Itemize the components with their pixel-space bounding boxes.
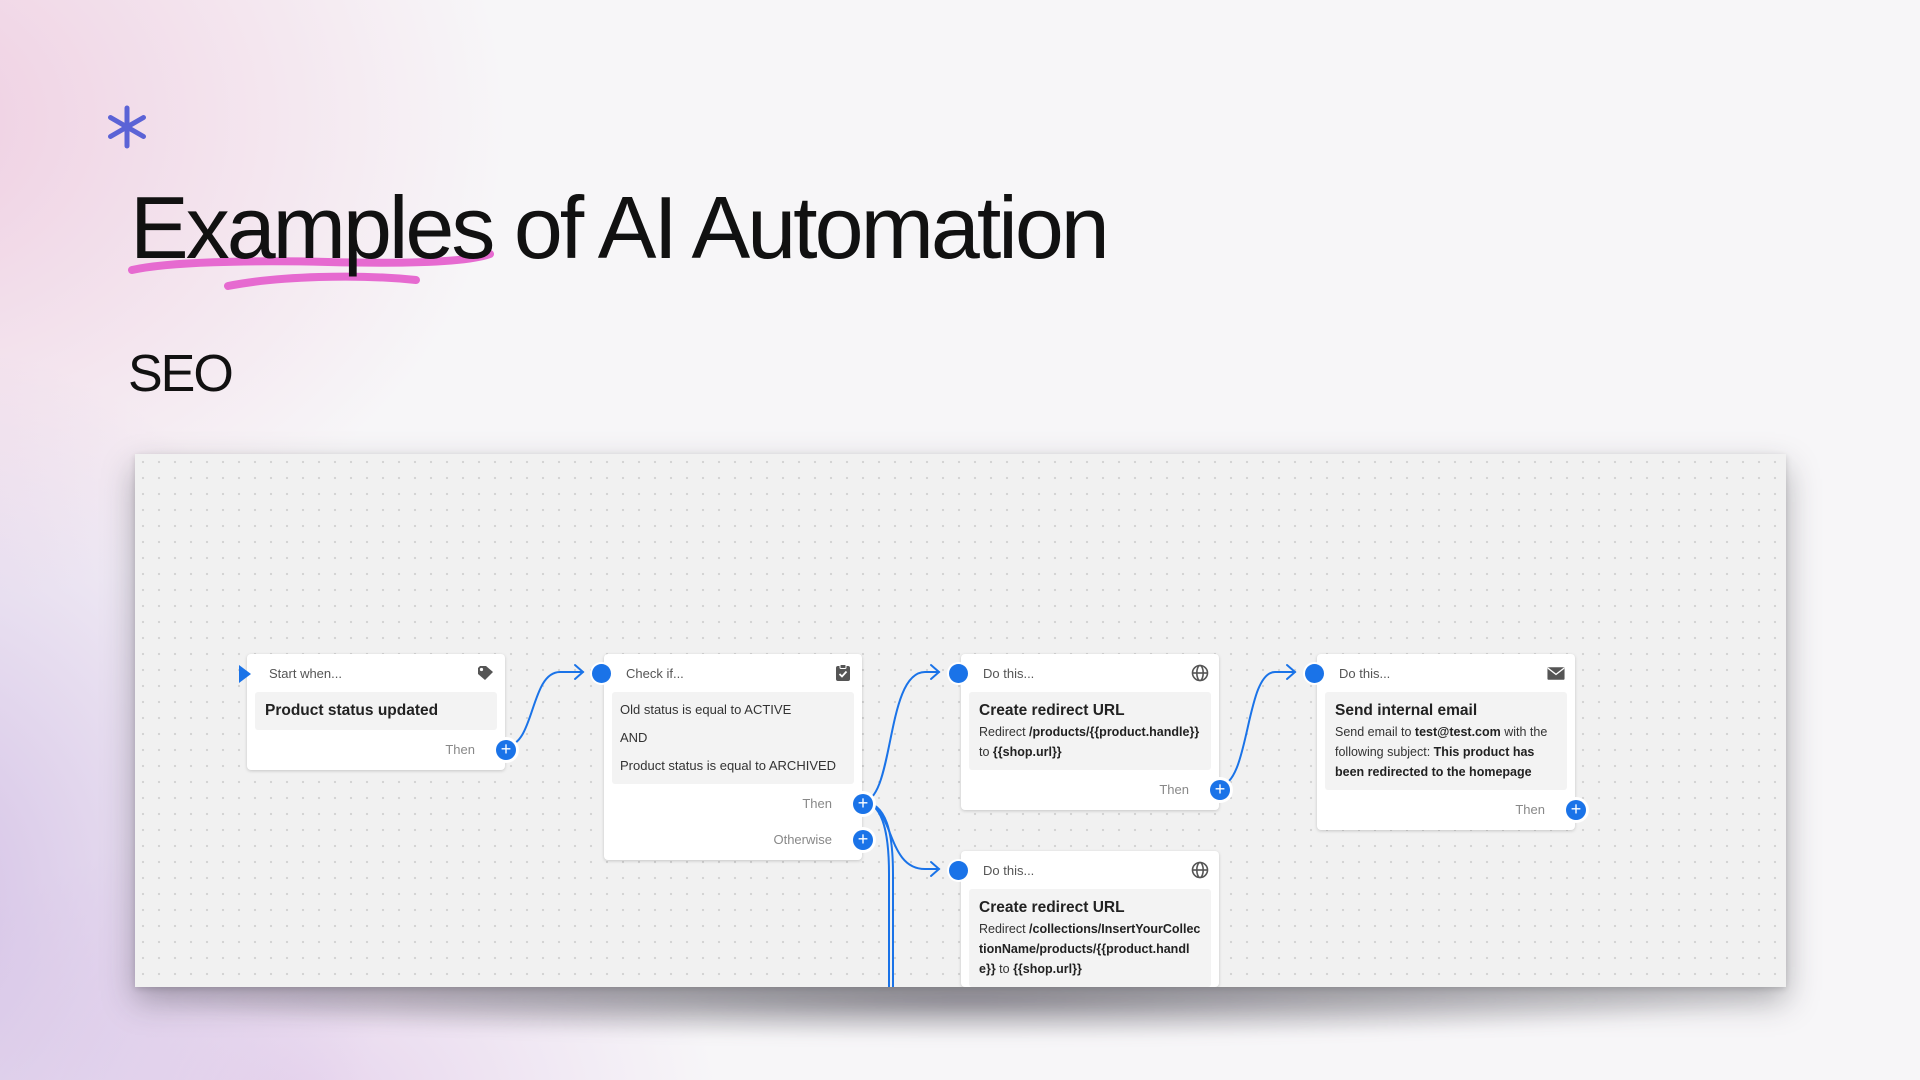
condition-operator: AND <box>620 730 648 745</box>
globe-icon <box>1191 664 1209 682</box>
condition-line: Product status is equal to ARCHIVED <box>620 758 837 773</box>
globe-icon <box>1191 861 1209 879</box>
node-header-label: Do this... <box>983 862 1035 878</box>
title-underline-scribble <box>128 250 494 290</box>
then-label: Then <box>1515 802 1545 817</box>
node-header-label: Do this... <box>1339 665 1391 681</box>
title-rest: of AI Automation <box>492 178 1110 277</box>
add-step-button[interactable]: + <box>496 740 516 760</box>
clipboard-check-icon <box>834 664 852 682</box>
add-step-button[interactable]: + <box>1566 800 1586 820</box>
input-port[interactable] <box>592 664 611 683</box>
action-title: Send internal email <box>1335 702 1478 719</box>
redirect-path: /products/{{product.handle}} <box>1029 725 1200 739</box>
slide-subtitle: SEO <box>128 345 234 403</box>
node-header-label: Start when... <box>269 665 342 681</box>
redirect-target: {{shop.url}} <box>992 745 1062 759</box>
redirect-action-node[interactable]: Do this... Create redirect URL Redirect … <box>949 851 1219 987</box>
then-label: Then <box>445 742 475 757</box>
asterisk-icon <box>108 105 146 149</box>
redirect-action-node[interactable]: Do this... Create redirect URL Redirect … <box>949 654 1230 810</box>
redirect-path: /collections/InsertYourCollectionName/pr… <box>979 922 1201 976</box>
workflow-canvas[interactable]: Start when... Product status updated The… <box>135 454 1786 987</box>
tag-icon <box>477 664 495 682</box>
input-port[interactable] <box>949 664 968 683</box>
email-action-node[interactable]: Do this... Send internal email Send emai… <box>1305 654 1586 830</box>
email-subject: This product has been redirected to the … <box>1335 745 1535 779</box>
add-then-step-button[interactable]: + <box>853 794 873 814</box>
action-description: Redirect /products/{{product.handle}} to… <box>979 725 1200 759</box>
add-step-button[interactable]: + <box>1210 780 1230 800</box>
add-otherwise-step-button[interactable]: + <box>853 830 873 850</box>
condition-line: Old status is equal to ACTIVE <box>620 702 792 717</box>
email-recipient: test@test.com <box>1414 725 1501 739</box>
trigger-node[interactable]: Start when... Product status updated The… <box>239 654 516 770</box>
redirect-target: {{shop.url}} <box>1013 962 1082 976</box>
action-description: Send email to test@test.com with the fol… <box>1335 725 1548 779</box>
otherwise-label: Otherwise <box>773 832 832 847</box>
condition-node[interactable]: Check if... Old status is equal to ACTIV… <box>592 654 873 860</box>
input-port[interactable] <box>1305 664 1324 683</box>
mail-icon <box>1547 664 1565 682</box>
slide-title: Examples of AI Automation <box>130 184 1110 272</box>
trigger-marker-icon <box>239 665 251 683</box>
title-highlight-word: Examples <box>130 178 495 277</box>
action-description: Redirect /collections/InsertYourCollecti… <box>979 922 1201 976</box>
then-label: Then <box>802 796 832 811</box>
node-header-label: Do this... <box>983 665 1035 681</box>
node-header-label: Check if... <box>626 665 684 681</box>
input-port[interactable] <box>949 861 968 880</box>
trigger-title: Product status updated <box>265 702 439 719</box>
action-title: Create redirect URL <box>979 702 1125 719</box>
action-title: Create redirect URL <box>979 899 1125 916</box>
then-label: Then <box>1159 782 1189 797</box>
